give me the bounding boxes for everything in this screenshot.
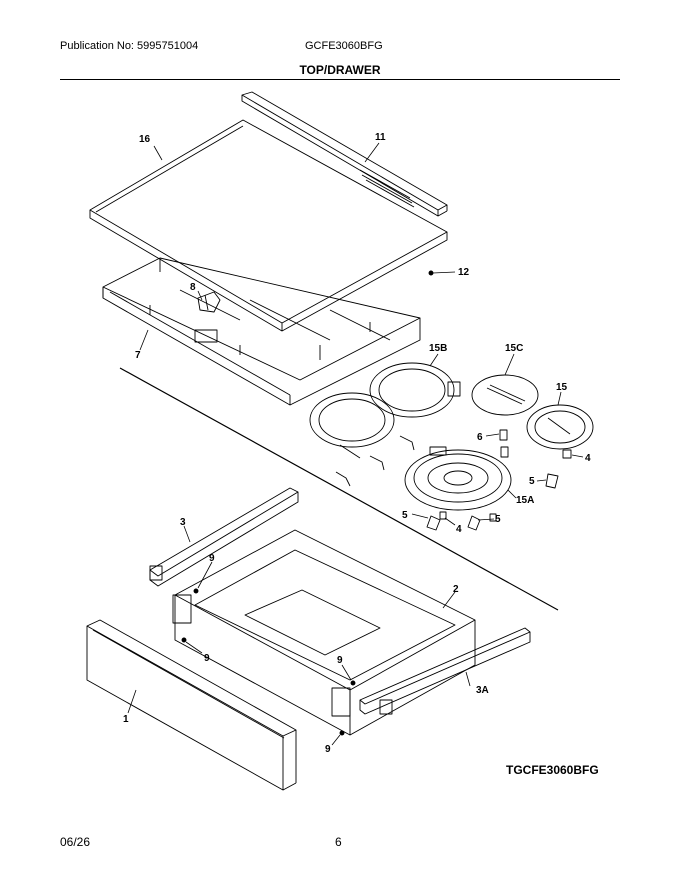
header-rule [60, 79, 620, 80]
part-main-top [89, 119, 448, 332]
callout-2: 2 [453, 584, 459, 595]
part-drawer-slide-left [149, 487, 299, 587]
callout-15B: 15B [429, 343, 447, 354]
callout-1: 1 [123, 714, 129, 725]
callout-6: 6 [477, 432, 483, 443]
callout-11: 11 [375, 132, 386, 143]
callout-16: 16 [139, 134, 151, 145]
part-wire-leads [335, 435, 415, 487]
callout-5-left: 5 [402, 510, 408, 521]
callout-12: 12 [458, 267, 470, 278]
part-screw-12 [428, 270, 434, 276]
callout-9-left: 9 [204, 653, 210, 664]
part-top-frame [102, 257, 421, 406]
part-drawer-slide-right [359, 627, 531, 715]
part-clips [426, 473, 559, 531]
part-drawer [172, 529, 476, 736]
callout-9-bottom: 9 [325, 744, 331, 755]
callout-3A: 3A [476, 685, 489, 696]
publication-number: Publication No: 5995751004 [60, 40, 199, 52]
part-dual-element-15B [309, 362, 461, 459]
page-number: 6 [335, 835, 342, 849]
callout-leaders [127, 142, 584, 746]
callout-9-mid: 9 [337, 655, 343, 666]
section-title: TOP/DRAWER [299, 63, 381, 77]
callout-15: 15 [556, 382, 568, 393]
part-element-15 [526, 404, 594, 459]
part-drawer-front [86, 619, 297, 791]
callout-4-bottom: 4 [456, 524, 462, 535]
callout-5-mid: 5 [495, 514, 501, 525]
callout-8: 8 [190, 282, 196, 293]
callout-15C: 15C [505, 343, 523, 354]
separator-line [119, 367, 559, 611]
callout-9-upper: 9 [209, 553, 215, 564]
part-terminals-6 [499, 429, 509, 458]
footer-date: 06/26 [60, 835, 91, 849]
callout-3: 3 [180, 517, 186, 528]
part-screws-9 [181, 588, 356, 736]
part-element-15A [404, 446, 512, 511]
callout-7: 7 [135, 350, 141, 361]
model-number: GCFE3060BFG [305, 40, 383, 52]
callout-5-right: 5 [529, 476, 535, 487]
diagram-reference-code: TGCFE3060BFG [506, 763, 599, 777]
callout-4-top: 4 [585, 453, 591, 464]
part-trim-strip [241, 91, 448, 217]
callout-15A: 15A [516, 495, 534, 506]
part-bracket [197, 291, 221, 313]
part-insulator-15C [471, 374, 539, 416]
